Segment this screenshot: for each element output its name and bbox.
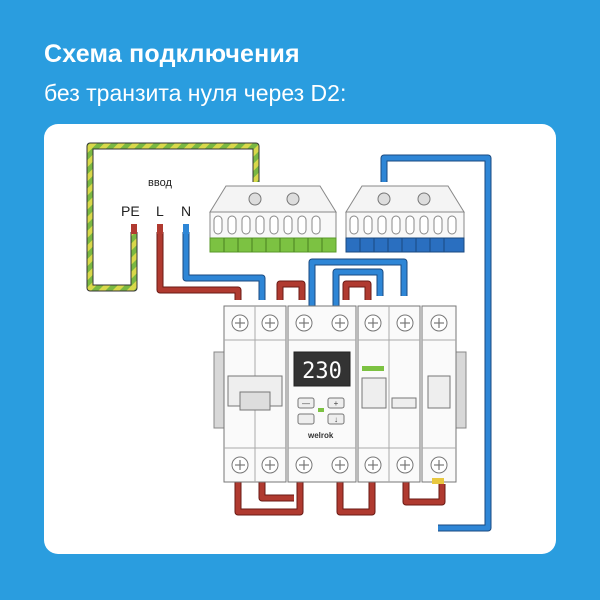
relay-left-button xyxy=(297,413,315,425)
relay-minus-button xyxy=(297,397,315,409)
rcd-indicator xyxy=(362,366,384,371)
terminal-l-tip xyxy=(157,224,163,234)
terminal-n-label: N xyxy=(181,203,191,219)
terminal-pe-label: PE xyxy=(121,203,140,219)
voltage-relay: 230 — + ↓ welrok xyxy=(287,305,357,483)
breaker-terminal-marker xyxy=(432,478,444,484)
neutral-wires xyxy=(182,154,492,532)
page-title: Схема подключения xyxy=(44,40,300,68)
terminal-l-label: L xyxy=(156,203,164,219)
din-rail-right xyxy=(455,351,467,429)
relay-plus-label: + xyxy=(334,399,339,408)
input-label: ввод xyxy=(148,177,172,189)
din-rail-left xyxy=(213,351,225,429)
relay-brand: welrok xyxy=(307,431,334,440)
terminal-pe-tip xyxy=(131,224,137,234)
page-subtitle: без транзита нуля через D2: xyxy=(44,80,347,106)
terminal-n-tip xyxy=(183,224,189,234)
relay-display-value: 230 xyxy=(302,359,342,384)
circuit-breaker-right xyxy=(421,305,457,484)
relay-down-button xyxy=(327,413,345,425)
relay-plus-button xyxy=(327,397,345,409)
ground-wire xyxy=(86,142,260,292)
relay-status-led xyxy=(318,408,324,412)
circuit-breaker-left xyxy=(223,305,287,483)
rcd-device xyxy=(357,305,421,483)
relay-down-label: ↓ xyxy=(334,415,338,424)
relay-minus-label: — xyxy=(302,399,310,408)
ground-connector-block xyxy=(209,185,337,253)
relay-display xyxy=(293,351,351,387)
neutral-connector-block xyxy=(345,185,465,253)
